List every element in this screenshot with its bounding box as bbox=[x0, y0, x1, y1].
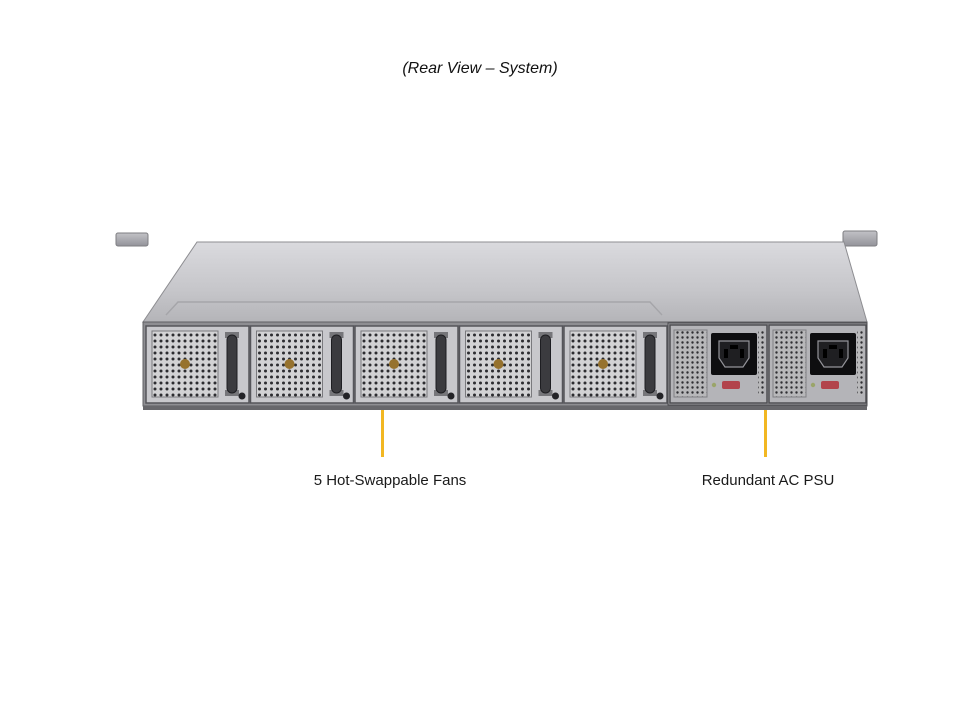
psu-module bbox=[768, 324, 867, 404]
rack-rail-left bbox=[115, 232, 149, 247]
fan-module bbox=[563, 325, 668, 404]
page-title: (Rear View – System) bbox=[402, 60, 558, 77]
chassis-illustration bbox=[115, 230, 878, 410]
top-panel-seam bbox=[165, 301, 663, 316]
callout-line-fans bbox=[381, 410, 384, 457]
rack-rail-right bbox=[842, 230, 878, 247]
psu-module bbox=[669, 324, 768, 404]
fan-module bbox=[249, 325, 355, 404]
chassis-top-panel bbox=[142, 241, 868, 323]
fan-module bbox=[458, 325, 564, 404]
fan-module bbox=[354, 325, 459, 404]
server-rear-figure bbox=[110, 220, 880, 420]
chassis-bottom-edge bbox=[143, 406, 867, 410]
fan-module bbox=[145, 325, 250, 404]
callout-label-psu: Redundant AC PSU bbox=[701, 472, 835, 489]
callout-line-psu bbox=[764, 410, 767, 457]
callout-label-fans: 5 Hot-Swappable Fans bbox=[313, 472, 467, 489]
